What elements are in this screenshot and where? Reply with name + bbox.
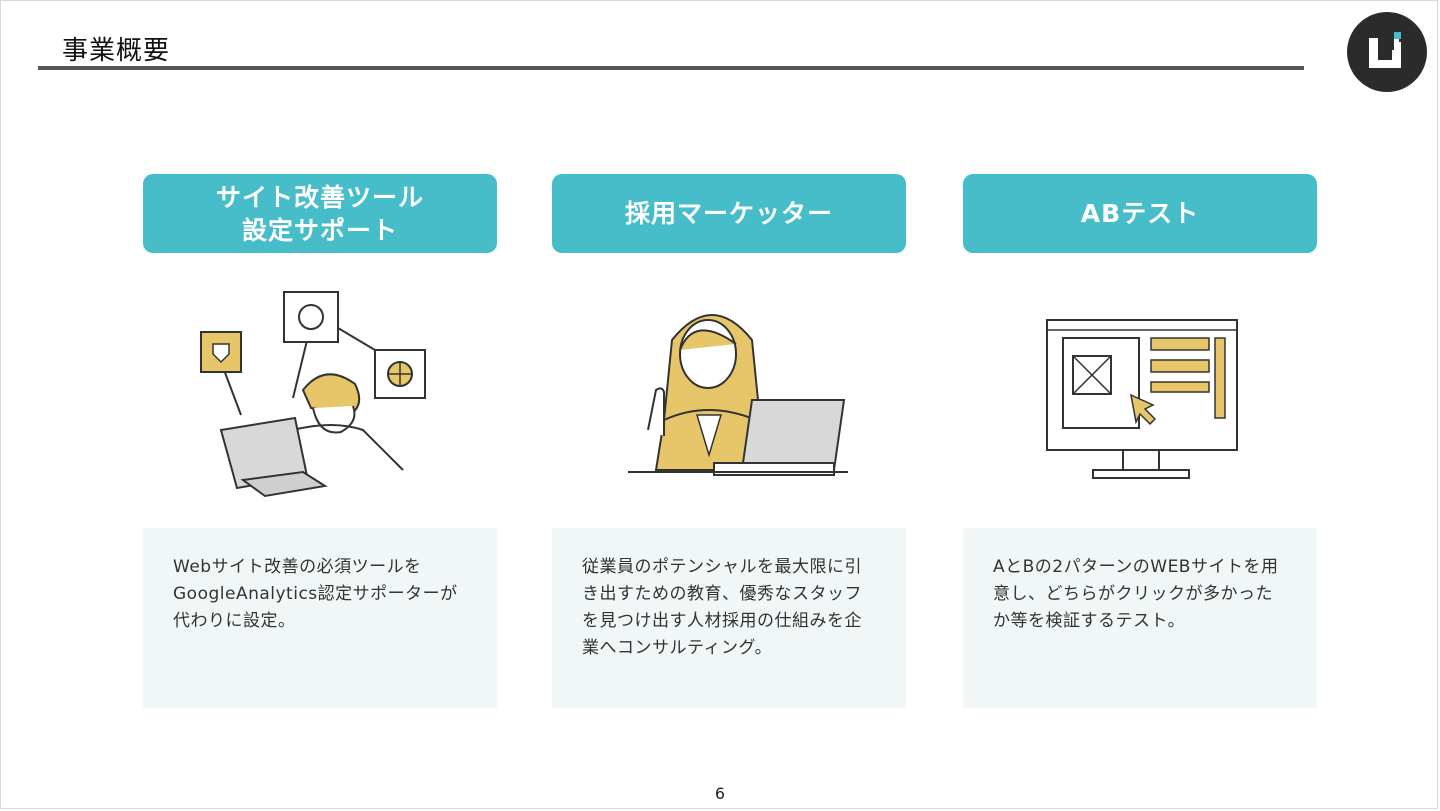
card-title-ab-test: ABテスト xyxy=(963,174,1317,253)
page-title: 事業概要 xyxy=(62,36,171,66)
card-title-site-improvement: サイト改善ツール 設定サポート xyxy=(143,174,497,253)
monitor-with-cursor-icon xyxy=(1046,319,1238,479)
title-underline xyxy=(38,66,1304,70)
card-title-recruiting-marketer: 採用マーケッター xyxy=(552,174,906,253)
card-description-site-improvement: Webサイト改善の必須ツールをGoogleAnalytics認定サポーターが代わ… xyxy=(143,528,497,708)
company-logo-icon xyxy=(1347,12,1427,92)
woman-with-laptop-icon xyxy=(628,314,848,476)
card-description-ab-test: AとBの2パターンのWEBサイトを用意し、どちらがクリックが多かったか等を検証す… xyxy=(963,528,1317,708)
card-description-recruiting-marketer: 従業員のポテンシャルを最大限に引き出すための教育、優秀なスタッフを見つけ出す人材… xyxy=(552,528,906,708)
page-number: 6 xyxy=(714,784,726,803)
person-laptop-security-icon xyxy=(200,291,426,498)
